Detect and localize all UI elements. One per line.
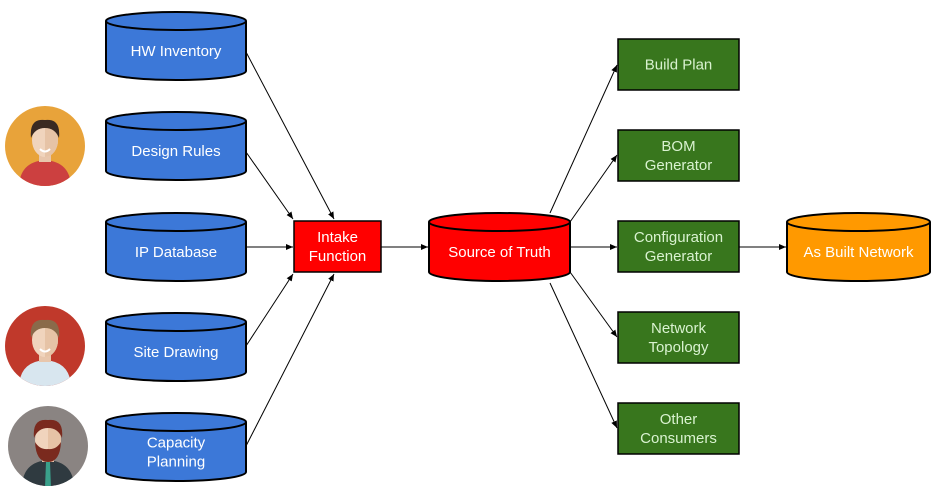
source-ip[interactable]: IP Database <box>105 212 247 282</box>
cylinder-body <box>105 21 247 81</box>
avatar-hair <box>30 319 60 338</box>
node-label: Design Rules <box>131 143 220 160</box>
edge-truth-build <box>549 64 618 214</box>
node-label: Other <box>660 411 698 428</box>
node-label: Generator <box>645 157 713 174</box>
avatar-beard <box>35 442 61 462</box>
box <box>293 220 382 273</box>
cylinder-top <box>105 412 247 432</box>
node-label: Build Plan <box>645 57 713 74</box>
edge-hw-intake <box>245 51 335 220</box>
cylinder-top <box>105 312 247 332</box>
edge-capacity-intake <box>245 273 335 447</box>
node-label: Generator <box>645 248 713 265</box>
node-label: As Built Network <box>803 244 914 261</box>
consumer-bom[interactable]: BOM Generator <box>617 129 740 182</box>
edges <box>245 51 786 447</box>
person-avatar-icon <box>5 106 85 186</box>
edge-site-intake <box>245 273 294 347</box>
node-label: Planning <box>147 454 205 471</box>
avatar-hair <box>33 419 63 438</box>
node-label: BOM <box>661 138 695 155</box>
node-label: Network <box>651 320 707 337</box>
node-label: HW Inventory <box>131 43 222 60</box>
source-hw[interactable]: HW Inventory <box>105 11 247 81</box>
cylinder-top <box>105 111 247 131</box>
node-label: Source of Truth <box>448 244 551 261</box>
edge-truth-bom <box>569 154 618 223</box>
cylinder-body <box>105 222 247 282</box>
box <box>617 311 740 364</box>
node-label: Consumers <box>640 430 717 447</box>
cylinder-top <box>428 212 571 232</box>
node-label: Intake <box>317 229 358 246</box>
source-of-truth[interactable]: Source of Truth <box>428 212 571 282</box>
cylinder-top <box>105 212 247 232</box>
avatar-shirt <box>19 360 71 386</box>
node-label: Topology <box>648 339 709 356</box>
edge-design-intake <box>245 151 294 220</box>
person-avatar-icon <box>5 306 85 386</box>
cylinder-body <box>105 322 247 382</box>
cylinder-body <box>105 422 247 482</box>
box <box>617 402 740 455</box>
cylinder-body <box>786 222 931 282</box>
box <box>617 220 740 273</box>
edge-truth-topology <box>569 271 618 338</box>
as-built-network[interactable]: As Built Network <box>786 212 931 282</box>
node-label: Capacity <box>147 435 206 452</box>
source-design[interactable]: Design Rules <box>105 111 247 181</box>
person-avatar-icon <box>8 406 88 486</box>
cylinder-body <box>428 222 571 282</box>
box <box>617 38 740 91</box>
node-label: Site Drawing <box>133 344 218 361</box>
cylinder-body <box>105 121 247 181</box>
source-site[interactable]: Site Drawing <box>105 312 247 382</box>
avatar-hair <box>30 119 60 138</box>
cylinder-top <box>786 212 931 232</box>
box <box>617 129 740 182</box>
avatar-shirt <box>19 160 71 186</box>
consumer-build[interactable]: Build Plan <box>617 38 740 91</box>
cylinder-top <box>105 11 247 31</box>
node-label: Function <box>309 248 367 265</box>
avatars <box>5 106 88 486</box>
node-label: Configuration <box>634 229 723 246</box>
node-label: IP Database <box>135 244 217 261</box>
edge-truth-other <box>549 282 618 429</box>
